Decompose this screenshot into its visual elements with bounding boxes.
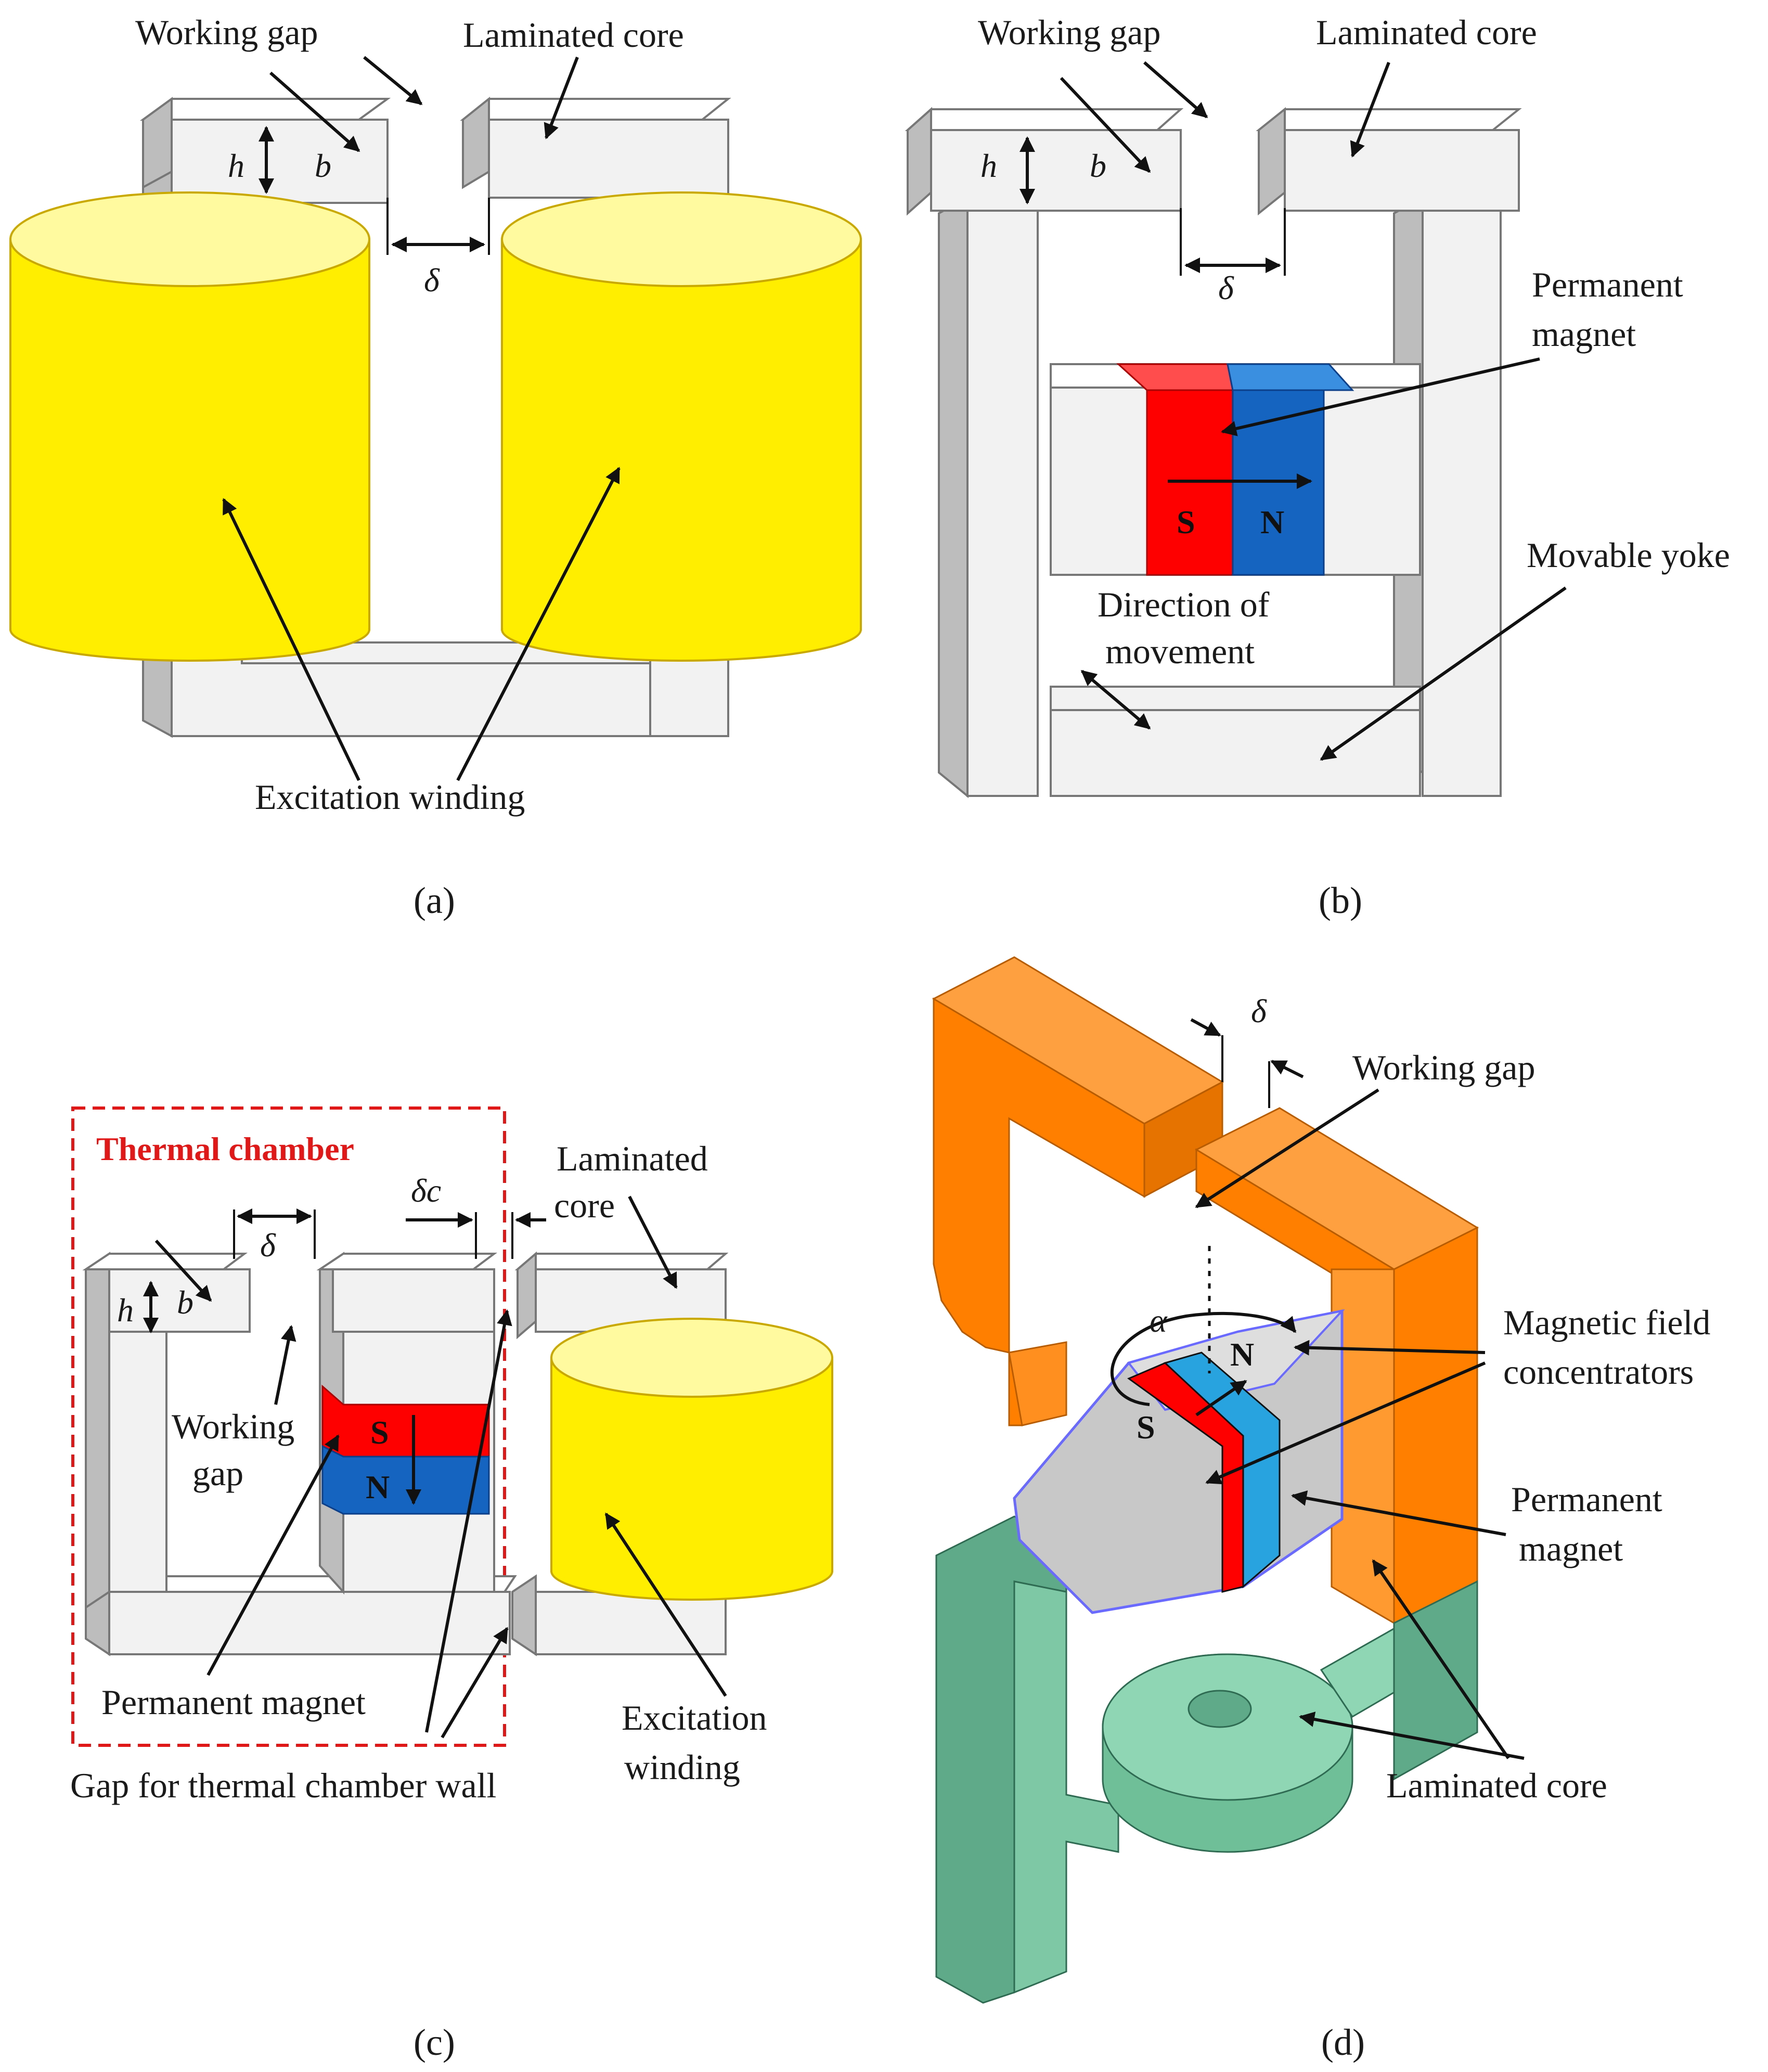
panel-b-pole-s: S <box>1177 504 1195 540</box>
panel-b-movable-yoke-label: Movable yoke <box>1527 535 1730 575</box>
panel-d-pole-s: S <box>1137 1409 1155 1446</box>
panel-a-right-winding <box>501 191 862 662</box>
panel-d-concentrators-label-1: Magnetic field <box>1503 1303 1710 1342</box>
panel-b-right-column <box>1393 196 1502 797</box>
panel-b-direction-label-2: movement <box>1105 632 1255 671</box>
panel-b-caption: (b) <box>1319 880 1362 921</box>
panel-c-winding <box>550 1318 833 1601</box>
panel-a: Working gap Laminated core h b δ Excitat… <box>9 12 862 921</box>
panel-d-orange-core-left <box>932 956 1224 1426</box>
panel-d-caption: (d) <box>1321 2022 1365 2063</box>
panel-d: δ Working gap α Magnetic field concentra… <box>932 956 1710 2063</box>
panel-b-permanent-magnet <box>1116 363 1354 576</box>
panel-a-laminated-core-label: Laminated core <box>463 15 684 55</box>
panel-c-b-label: b <box>177 1284 193 1321</box>
panel-d-permanent-magnet <box>1127 1352 1281 1593</box>
panel-d-concentrators-label-2: concentrators <box>1503 1352 1694 1392</box>
panel-c-excitation-label-2: winding <box>624 1747 740 1787</box>
panel-d-green-core <box>935 1515 1478 2004</box>
panel-d-orange-core-right <box>1194 1107 1479 1635</box>
panel-c-pole-n: N <box>366 1469 390 1505</box>
panel-a-right-core <box>460 96 731 230</box>
panel-c-working-label-2: gap <box>192 1453 243 1493</box>
panel-c-caption: (c) <box>414 2022 455 2063</box>
panel-b-working-gap-label: Working gap <box>978 12 1160 52</box>
panel-b-pole-n: N <box>1260 504 1284 540</box>
panel-b-permanent-label: Permanent <box>1532 265 1683 304</box>
panel-c-excitation-label-1: Excitation <box>622 1698 767 1738</box>
panel-d-pole-n: N <box>1230 1336 1254 1373</box>
panel-c-permanent-magnet-label: Permanent magnet <box>101 1682 366 1722</box>
panel-c-thermal-chamber-label: Thermal chamber <box>96 1130 354 1167</box>
panel-a-delta-label: δ <box>424 262 440 299</box>
panel-b: Working gap Laminated core h b δ Permane… <box>905 12 1730 921</box>
panel-b-direction-label-1: Direction of <box>1098 585 1270 624</box>
panel-d-permanent-label-1: Permanent <box>1511 1479 1662 1519</box>
panel-b-laminated-core-label: Laminated core <box>1316 12 1537 52</box>
panel-c-laminated-label-2: core <box>554 1186 615 1225</box>
panel-b-right-pole <box>1256 107 1522 216</box>
panel-d-laminated-core-label: Laminated core <box>1386 1766 1607 1805</box>
panel-c-working-label-1: Working <box>172 1407 294 1446</box>
panel-d-permanent-label-2: magnet <box>1519 1529 1623 1568</box>
panel-c-delta-label: δ <box>260 1227 276 1264</box>
panel-b-magnet-label: magnet <box>1532 314 1636 354</box>
panel-b-h-label: h <box>980 147 997 184</box>
panel-c-thermal-chamber-border <box>71 1106 506 1747</box>
panel-c-left-pole <box>82 1253 251 1333</box>
panel-a-working-gap-label: Working gap <box>135 12 318 52</box>
panel-c-delta-c-label: δc <box>411 1172 441 1209</box>
panel-b-left-column <box>938 196 1039 799</box>
panel-b-delta-label: δ <box>1218 269 1234 306</box>
panel-d-alpha-label: α <box>1150 1302 1168 1339</box>
panel-a-left-winding <box>9 191 370 662</box>
panel-c-h-label: h <box>117 1292 134 1329</box>
panel-a-h-label: h <box>228 147 244 184</box>
panel-d-working-gap-label: Working gap <box>1352 1048 1535 1087</box>
panel-a-excitation-winding-label: Excitation winding <box>255 777 525 817</box>
panel-c-permanent-magnet <box>321 1384 490 1515</box>
panel-c-gap-wall-label: Gap for thermal chamber wall <box>70 1766 496 1805</box>
panel-a-left-core <box>139 97 391 230</box>
panel-c-laminated-label-1: Laminated <box>557 1139 708 1178</box>
panel-a-caption: (a) <box>414 880 455 921</box>
panel-d-delta-label: δ <box>1251 993 1267 1029</box>
panel-a-b-label: b <box>315 147 331 184</box>
panel-b-b-label: b <box>1090 147 1106 184</box>
panel-c-pole-s: S <box>370 1414 389 1451</box>
panel-c: Thermal chamber Laminated core δ δc h b … <box>70 1106 833 2063</box>
